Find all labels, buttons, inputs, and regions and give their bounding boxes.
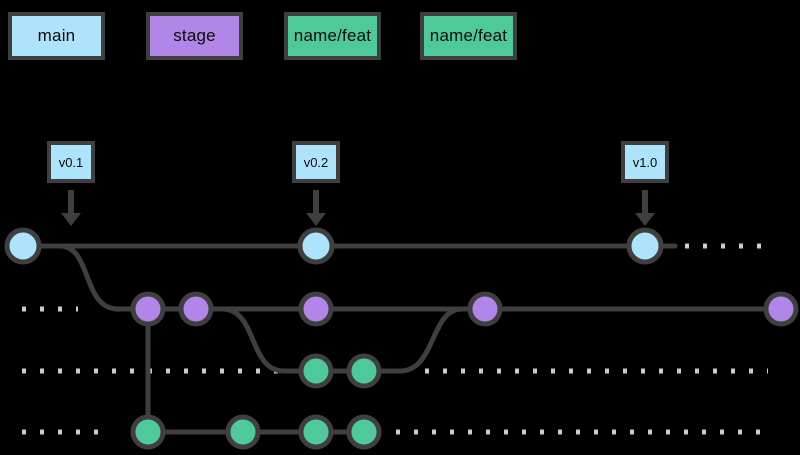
commit-node-main-3[interactable]: [626, 227, 664, 265]
legend-item-stage[interactable]: stage: [146, 12, 243, 60]
legend-item-main[interactable]: main: [8, 12, 105, 60]
legend-item-feature-b[interactable]: name/feat: [420, 12, 517, 60]
legend-label: name/feat: [429, 26, 508, 45]
stage-branch-to-feat-a: [202, 306, 319, 374]
feat-a-merge-to-stage: [361, 306, 488, 374]
tag-v02[interactable]: v0.2: [292, 141, 340, 183]
commit-node-stage-2[interactable]: [178, 291, 214, 327]
tag-arrow-head-icon: [635, 213, 655, 226]
tag-label: v0.1: [58, 154, 84, 170]
commit-node-stage-1[interactable]: [130, 291, 166, 327]
solid-edges-group: [36, 243, 784, 435]
legend-label: name/feat: [293, 26, 372, 45]
commit-node-featb-2[interactable]: [225, 414, 261, 450]
commit-node-feata-1[interactable]: [298, 353, 334, 389]
commit-node-featb-1[interactable]: [130, 414, 166, 450]
commit-node-featb-4[interactable]: [346, 414, 382, 450]
tag-arrow-head-icon: [61, 213, 81, 226]
commit-node-main-1[interactable]: [4, 227, 42, 265]
commit-nodes-group: [4, 227, 799, 450]
tag-label: v1.0: [632, 154, 658, 170]
tag-v10[interactable]: v1.0: [621, 141, 669, 183]
legend-label: stage: [173, 26, 216, 45]
legend-label: main: [37, 26, 76, 45]
commit-node-stage-5[interactable]: [763, 291, 799, 327]
legend-item-feature-a[interactable]: name/feat: [284, 12, 381, 60]
tag-arrows-group: [61, 190, 655, 226]
commit-node-feata-2[interactable]: [346, 353, 382, 389]
main-branch-to-stage: [47, 243, 151, 312]
dotted-edges-group: [22, 243, 770, 435]
commit-node-main-2[interactable]: [297, 227, 335, 265]
tag-arrow-head-icon: [306, 213, 326, 226]
commit-node-featb-3[interactable]: [298, 414, 334, 450]
commit-node-stage-4[interactable]: [467, 291, 503, 327]
tag-v01[interactable]: v0.1: [47, 141, 95, 183]
tag-label: v0.2: [303, 154, 329, 170]
commit-node-stage-3[interactable]: [298, 291, 334, 327]
